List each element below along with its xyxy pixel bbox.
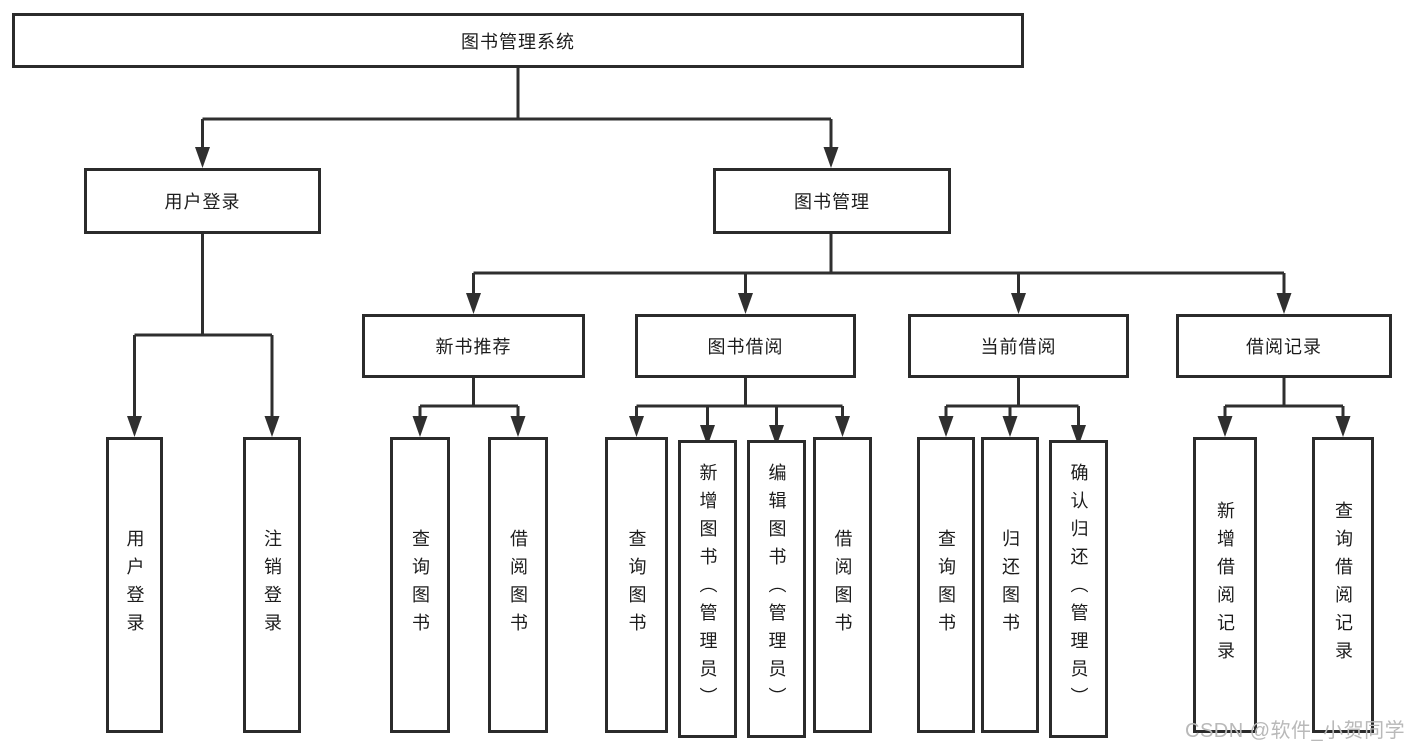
leaf-edit-book-admin-label: 编辑图书（管理员） <box>766 463 787 715</box>
node-current-borrow-label: 当前借阅 <box>980 337 1057 357</box>
leaf-query-books-recommend-label: 查询图书 <box>410 529 430 641</box>
node-book-management-label: 图书管理 <box>794 192 870 212</box>
leaf-query-books-borrow-label: 查询图书 <box>626 529 647 641</box>
leaf-edit-book-admin: 编辑图书（管理员） <box>747 440 806 738</box>
leaf-add-book-admin: 新增图书（管理员） <box>678 440 737 738</box>
node-user-login: 用户登录 <box>84 168 321 234</box>
leaf-user-login: 用户登录 <box>106 437 163 733</box>
node-book-borrow: 图书借阅 <box>635 314 856 378</box>
leaf-borrow-books-borrow: 借阅图书 <box>813 437 872 733</box>
csdn-watermark: CSDN @软件_小贺同学 <box>1185 720 1405 742</box>
node-book-management: 图书管理 <box>713 168 951 234</box>
leaf-return-books-label: 归还图书 <box>1000 529 1020 641</box>
leaf-add-borrow-record-label: 新增借阅记录 <box>1215 501 1235 669</box>
leaf-confirm-return-admin-label: 确认归还（管理员） <box>1068 463 1089 715</box>
leaf-query-books-current-label: 查询图书 <box>936 529 956 641</box>
node-root-label: 图书管理系统 <box>461 31 575 52</box>
node-user-login-label: 用户登录 <box>164 192 241 212</box>
leaf-query-books-current: 查询图书 <box>917 437 975 733</box>
leaf-borrow-books-recommend: 借阅图书 <box>488 437 548 733</box>
leaf-query-books-recommend: 查询图书 <box>390 437 450 733</box>
leaf-confirm-return-admin: 确认归还（管理员） <box>1049 440 1108 738</box>
node-root: 图书管理系统 <box>12 13 1024 68</box>
node-borrow-records: 借阅记录 <box>1176 314 1392 378</box>
leaf-user-login-label: 用户登录 <box>124 529 145 641</box>
leaf-return-books: 归还图书 <box>981 437 1039 733</box>
leaf-borrow-books-borrow-label: 借阅图书 <box>832 529 853 641</box>
leaf-query-borrow-record-label: 查询借阅记录 <box>1333 501 1353 669</box>
leaf-add-book-admin-label: 新增图书（管理员） <box>697 463 718 715</box>
node-new-book-recommend-label: 新书推荐 <box>435 337 512 357</box>
node-current-borrow: 当前借阅 <box>908 314 1129 378</box>
node-book-borrow-label: 图书借阅 <box>707 337 784 357</box>
leaf-query-books-borrow: 查询图书 <box>605 437 668 733</box>
leaf-borrow-books-recommend-label: 借阅图书 <box>508 529 528 641</box>
leaf-query-borrow-record: 查询借阅记录 <box>1312 437 1374 733</box>
node-new-book-recommend: 新书推荐 <box>362 314 585 378</box>
node-borrow-records-label: 借阅记录 <box>1246 337 1322 357</box>
leaf-logout-label: 注销登录 <box>262 529 282 641</box>
leaf-logout: 注销登录 <box>243 437 301 733</box>
leaf-add-borrow-record: 新增借阅记录 <box>1193 437 1257 733</box>
